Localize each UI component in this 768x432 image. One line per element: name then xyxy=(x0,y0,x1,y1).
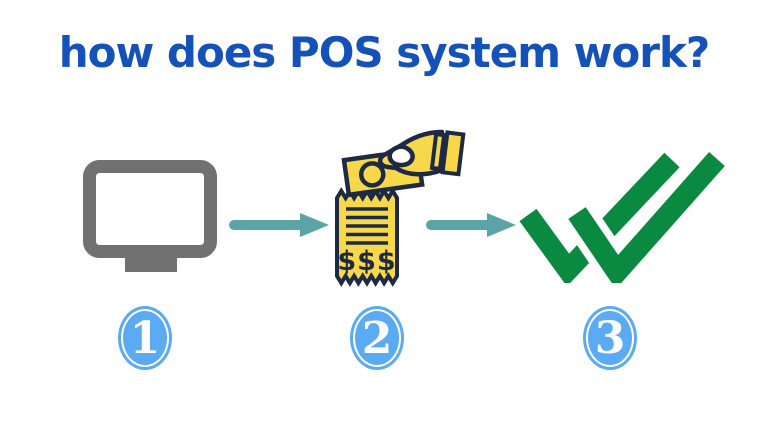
step-number-badge: 2 xyxy=(350,306,404,370)
arrow-head xyxy=(487,213,516,237)
arrow-right-icon xyxy=(229,213,329,237)
banknote-coin-circle xyxy=(358,161,386,188)
arrow-right-icon xyxy=(426,213,516,237)
step-number-badge: 1 xyxy=(118,306,172,370)
sleeve-cuff xyxy=(429,130,466,177)
curled-finger xyxy=(387,144,415,168)
arrow-head xyxy=(300,213,329,237)
step-number: 2 xyxy=(361,313,393,364)
page-title: how does POS system work? xyxy=(58,28,711,77)
pos-terminal-icon xyxy=(83,160,217,272)
receipt-amount-text: $$$ xyxy=(337,246,396,277)
step-number: 1 xyxy=(129,313,161,364)
monitor-stand xyxy=(125,258,177,272)
checkmark-front xyxy=(568,152,725,283)
checkmark-back xyxy=(519,152,680,283)
receipt-lines xyxy=(346,207,388,245)
monitor-screen xyxy=(83,160,217,258)
success-double-check-icon xyxy=(519,148,728,283)
step-number: 3 xyxy=(594,313,626,364)
receipt-payment-icon: $$$ xyxy=(335,129,466,287)
step-number-badge: 3 xyxy=(583,306,637,370)
